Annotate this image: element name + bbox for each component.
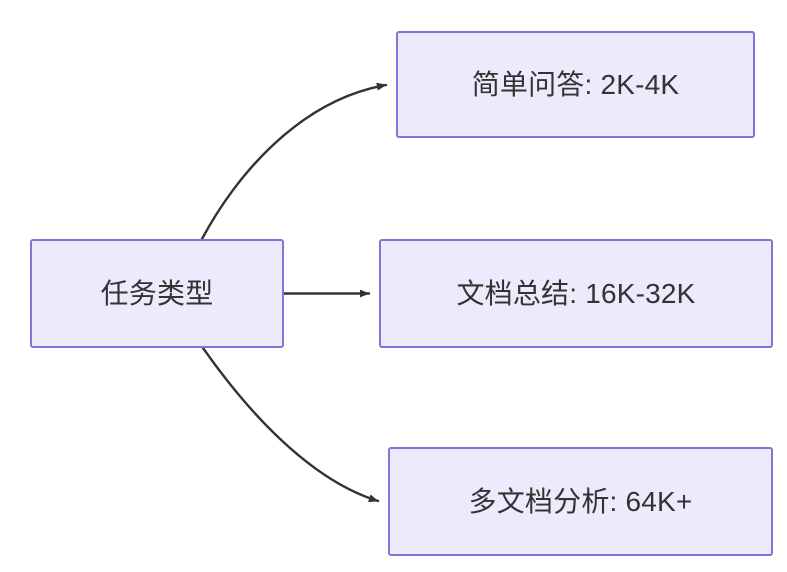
node-document-summary[interactable]: 文档总结: 16K-32K <box>379 239 773 348</box>
edge-root-to-child-2 <box>201 346 380 503</box>
node-multi-document-analysis-label: 多文档分析: 64K+ <box>468 485 693 517</box>
node-root-label: 任务类型 <box>100 277 214 309</box>
node-simple-qa-label: 简单问答: 2K-4K <box>471 68 680 100</box>
node-document-summary-label: 文档总结: 16K-32K <box>456 277 696 309</box>
node-root-task-type[interactable]: 任务类型 <box>30 239 284 348</box>
node-simple-qa[interactable]: 简单问答: 2K-4K <box>396 31 755 138</box>
node-multi-document-analysis[interactable]: 多文档分析: 64K+ <box>388 447 773 556</box>
edge-root-to-child-0 <box>200 82 388 241</box>
